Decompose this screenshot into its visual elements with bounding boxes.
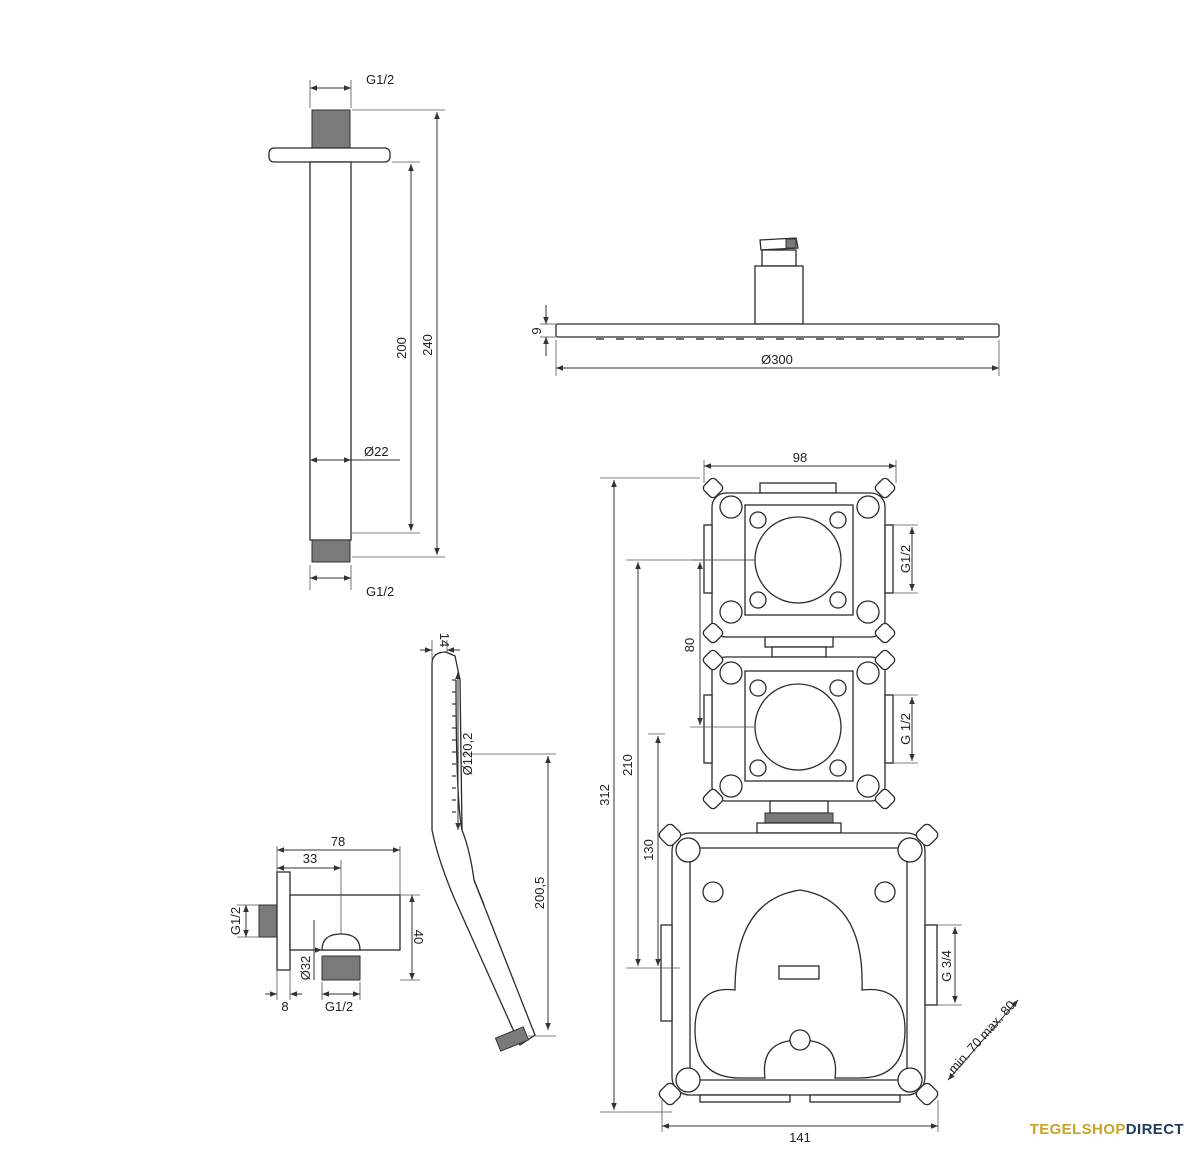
valve-thread-upper-label: G1/2	[898, 545, 913, 573]
rainhead-diameter-label: Ø300	[761, 352, 793, 367]
arm-diameter-label: Ø22	[364, 444, 389, 459]
wall-elbow: 78 33 40 G1/2 Ø32 8 G1/2	[228, 834, 426, 1014]
middle-valve-module	[702, 649, 896, 810]
valve-height-210-label: 210	[620, 754, 635, 776]
shower-arm: G1/2 240 200 Ø22 G1/2	[268, 72, 445, 599]
rain-shower-head: 9 Ø300	[529, 237, 1000, 376]
lower-valve-box	[658, 823, 939, 1106]
concealed-valve: 98 G1/2 G 1/2 80 210 312 130 G 3/4 min. …	[597, 450, 1019, 1145]
brand-name-part1: TEGELSHOP	[1029, 1121, 1126, 1138]
elbow-offset-label: 33	[303, 851, 317, 866]
elbow-height-label: 40	[411, 930, 426, 944]
valve-thread-middle-label: G 1/2	[898, 713, 913, 745]
elbow-thread-bottom-label: G1/2	[325, 999, 353, 1014]
valve-height-130-label: 130	[641, 839, 656, 861]
valve-height-312-label: 312	[597, 784, 612, 806]
arm-total-length-label: 240	[420, 334, 435, 356]
upper-valve-module	[702, 477, 896, 644]
rainhead-thickness-label: 9	[529, 327, 544, 334]
handshower-head-diameter-label: Ø120,2	[460, 733, 475, 776]
handshower-thickness-label: 14	[437, 633, 452, 647]
brand-logo: TEGELSHOPDIRECT	[1030, 1121, 1184, 1138]
arm-thread-bottom-label: G1/2	[366, 584, 394, 599]
arm-thread-top-label: G1/2	[366, 72, 394, 87]
elbow-diameter-label: Ø32	[298, 956, 313, 981]
valve-thread-inlet-label: G 3/4	[939, 950, 954, 982]
valve-depth-label: min. 70 max. 80	[945, 998, 1018, 1077]
valve-width-bottom-label: 141	[789, 1130, 811, 1145]
valve-spacing-label: 80	[682, 638, 697, 652]
arm-length-label: 200	[394, 337, 409, 359]
elbow-thread-left-label: G1/2	[228, 907, 243, 935]
elbow-width-label: 78	[331, 834, 345, 849]
elbow-flange-label: 8	[281, 999, 288, 1014]
valve-width-top-label: 98	[793, 450, 807, 465]
hand-shower: 14 Ø120,2 200,5	[420, 633, 556, 1052]
handshower-length-label: 200,5	[532, 877, 547, 910]
brand-name-part2: DIRECT	[1125, 1121, 1184, 1138]
